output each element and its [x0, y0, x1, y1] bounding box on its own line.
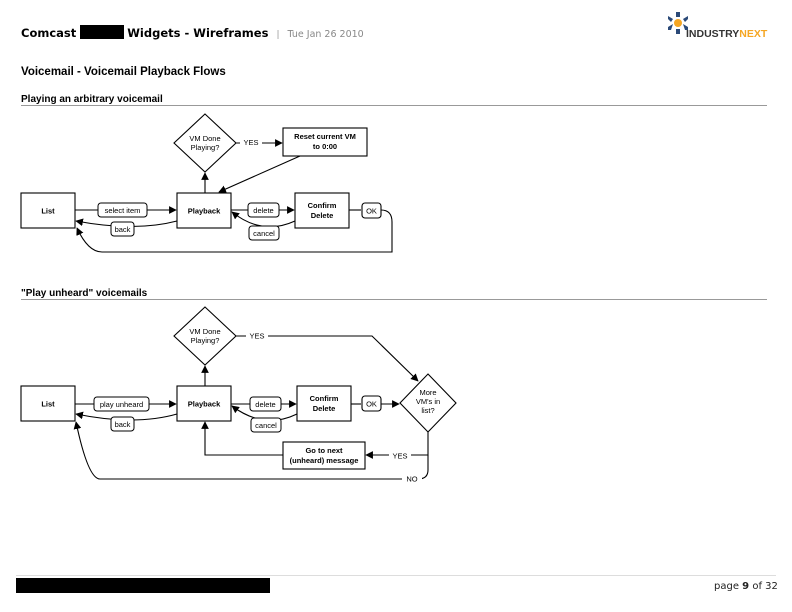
page-prefix: page: [714, 581, 739, 592]
yes-label-bottom: YES: [392, 452, 407, 461]
next-line2: (unheard) message: [290, 456, 359, 465]
ok-to-list-edge-1: [76, 209, 393, 253]
select-item-label-box: [97, 202, 148, 218]
playback-label-1: Playback: [188, 207, 221, 216]
cancel-label-2: cancel: [255, 421, 277, 430]
no-label: NO: [406, 475, 417, 484]
section-title-2: "Play unheard" voicemails: [21, 288, 148, 299]
delete-label-box-1: [247, 202, 280, 218]
company-logo: INDUSTRYNEXT: [686, 28, 767, 40]
more-line1: More: [419, 388, 436, 397]
section-title-1: Playing an arbitrary voicemail: [21, 94, 163, 105]
vm-done-line1-1: VM Done: [189, 134, 220, 143]
play-unheard-label-box: [93, 396, 150, 412]
next-line1: Go to next: [305, 446, 343, 455]
delete-label-box-2: [249, 396, 282, 412]
company-name: Comcast: [21, 26, 77, 40]
play-unheard-label: play unheard: [100, 400, 143, 409]
confirm-line2-2: Delete: [313, 404, 336, 413]
confirm-line1-2: Confirm: [310, 394, 339, 403]
back-label-box-2: [110, 416, 135, 432]
reset-vm-node: [282, 127, 368, 157]
confirm-line1-1: Confirm: [308, 201, 337, 210]
next-message-node: [282, 441, 366, 470]
vm-done-decision-2: [173, 306, 237, 366]
reset-to-playback-edge: [218, 155, 301, 193]
footer-redaction-block: [16, 578, 270, 593]
back-label-box-1: [110, 221, 135, 237]
cancel-label-box-1: [248, 225, 280, 241]
yes-label-top: YES: [249, 332, 264, 341]
logo-text-dark: INDUSTRY: [686, 28, 740, 40]
vm-done-line1-2: VM Done: [189, 327, 220, 336]
list-node-2: [20, 385, 76, 422]
confirm-delete-node-2: [296, 385, 352, 422]
page-title: Voicemail - Voicemail Playback Flows: [21, 66, 226, 78]
section-divider-1: [21, 105, 767, 106]
reset-line2: to 0:00: [313, 142, 337, 151]
flow-1: [20, 113, 393, 253]
vm-done-line2-2: Playing?: [191, 336, 220, 345]
footer-divider: [16, 575, 776, 576]
page-total: 32: [765, 581, 778, 592]
star-burst-icon: [668, 12, 688, 34]
delete-label-1: delete: [253, 206, 273, 215]
confirm-delete-node-1: [294, 192, 350, 229]
project-title: Widgets - Wireframes: [127, 26, 269, 40]
cancel-label-1: cancel: [253, 229, 275, 238]
document-header: Comcast Widgets - Wireframes | Tue Jan 26…: [21, 25, 364, 40]
back-label-1: back: [115, 225, 131, 234]
no-edge: [73, 421, 429, 480]
vm-done-line2-1: Playing?: [191, 143, 220, 152]
yes-edge-top: [236, 335, 419, 382]
flow-2: [20, 306, 457, 480]
select-item-label: select item: [105, 206, 141, 215]
yes-label-1: YES: [243, 138, 258, 147]
reset-line1: Reset current VM: [294, 132, 356, 141]
header-date: Tue Jan 26 2010: [287, 29, 364, 40]
logo-text-accent: NEXT: [739, 28, 768, 40]
page-current: 9: [742, 581, 750, 592]
vm-done-decision-1: [173, 113, 237, 173]
section-divider-2: [21, 299, 767, 300]
header-separator: |: [276, 30, 280, 40]
ok-label-1: OK: [366, 207, 377, 216]
playback-label-2: Playback: [188, 400, 221, 409]
page-of: of: [752, 581, 762, 592]
ok-label-2: OK: [366, 400, 377, 409]
more-line2: VM's in: [416, 397, 440, 406]
back-label-2: back: [115, 420, 131, 429]
more-line3: list?: [421, 406, 434, 415]
list-label-1: List: [41, 207, 55, 216]
page-number: page 9 of 32: [714, 581, 778, 592]
delete-label-2: delete: [255, 400, 275, 409]
confirm-line2-1: Delete: [311, 211, 334, 220]
cancel-label-box-2: [250, 417, 282, 433]
list-label-2: List: [41, 400, 55, 409]
redaction-block: [80, 25, 125, 39]
next-to-playback-edge: [201, 421, 283, 456]
